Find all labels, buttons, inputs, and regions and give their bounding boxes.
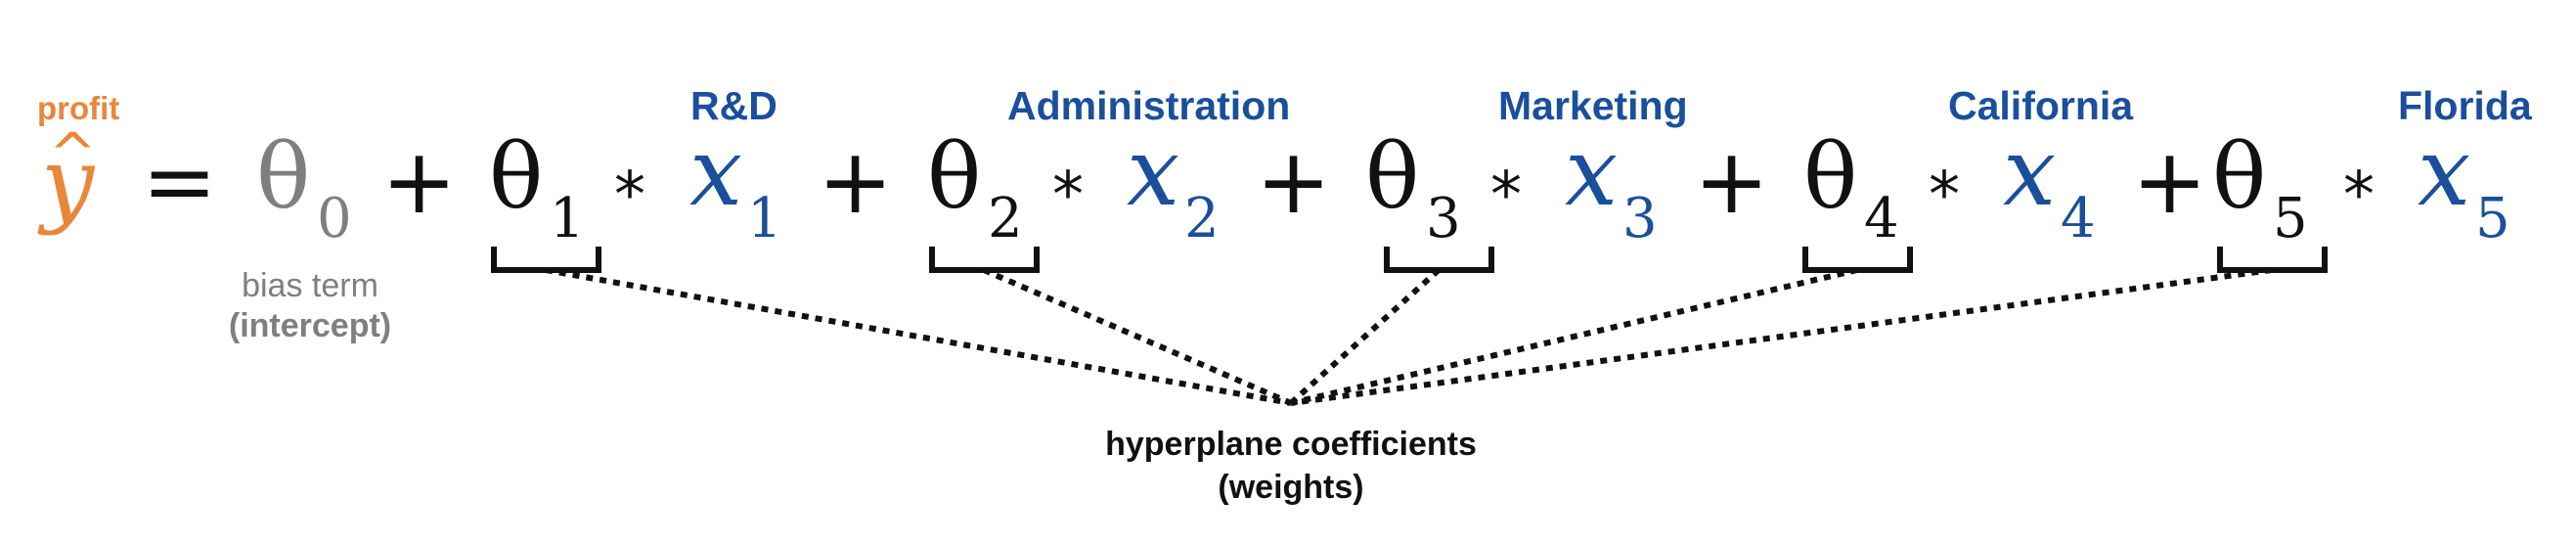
x-5-subscript: 5 [2475,187,2510,250]
dotted-line-3 [1288,267,1442,406]
times-sign-5: * [2343,159,2375,232]
times-sign-2: * [1052,159,1084,232]
plus-sign-2: + [818,129,894,234]
coefficients-line2: (weights) [1218,469,1364,507]
bracket-theta-3 [1384,247,1494,273]
dotted-line-5 [1290,267,2273,406]
equals-sign: = [142,129,218,234]
coefficients-line1: hyperplane coefficients [1105,426,1477,463]
theta-0: θ [256,124,311,229]
x-3-subscript: 3 [1622,187,1658,250]
theta-4-subscript: 4 [1864,187,1899,250]
x-2: x [1127,117,1180,227]
bracket-theta-5 [2217,247,2328,273]
theta-5-subscript: 5 [2273,187,2308,250]
bias-term-label: bias term (intercept) [183,266,437,346]
x-2-subscript: 2 [1184,187,1220,250]
theta-2: θ [927,124,982,229]
theta-2-subscript: 2 [988,187,1023,250]
x-1-subscript: 1 [747,187,782,250]
x-4-subscript: 4 [2061,187,2096,250]
times-sign-4: * [1929,159,1960,232]
theta-1: θ [489,124,544,229]
dotted-line-2 [982,267,1293,406]
y-symbol: y [41,127,95,237]
theta-1-subscript: 1 [550,187,585,250]
times-sign-1: * [614,159,645,232]
theta-5: θ [2212,124,2267,229]
bracket-theta-2 [929,247,1040,273]
theta-0-subscript: 0 [317,187,352,250]
feature-label-administration: Administration [1007,83,1291,128]
feature-label-marketing: Marketing [1498,83,1688,128]
plus-sign-4: + [1694,129,1770,234]
times-sign-3: * [1490,159,1522,232]
plus-sign-1: + [381,129,458,234]
plus-sign-3: + [1256,129,1332,234]
bias-term-line1: bias term [242,267,378,304]
bracket-theta-1 [491,247,601,273]
bracket-theta-4 [1802,247,1913,273]
bias-term-line2: (intercept) [228,306,392,344]
feature-label-rd: R&D [690,83,777,128]
hat-symbol: ^ [49,120,97,187]
dotted-line-4 [1290,267,1858,406]
feature-label-california: California [1948,83,2134,128]
x-5: x [2418,117,2471,227]
x-4: x [2003,117,2057,227]
theta-4: θ [1803,124,1858,229]
x-1: x [689,117,743,227]
feature-label-florida: Florida [2398,83,2532,128]
theta-3: θ [1365,124,1420,229]
x-3: x [1565,117,1619,227]
theta-3-subscript: 3 [1426,187,1461,250]
coefficients-label: hyperplane coefficients (weights) [998,423,1584,509]
plus-sign-5: + [2132,129,2208,234]
dotted-line-1 [545,267,1292,406]
target-label: profit [37,90,120,126]
